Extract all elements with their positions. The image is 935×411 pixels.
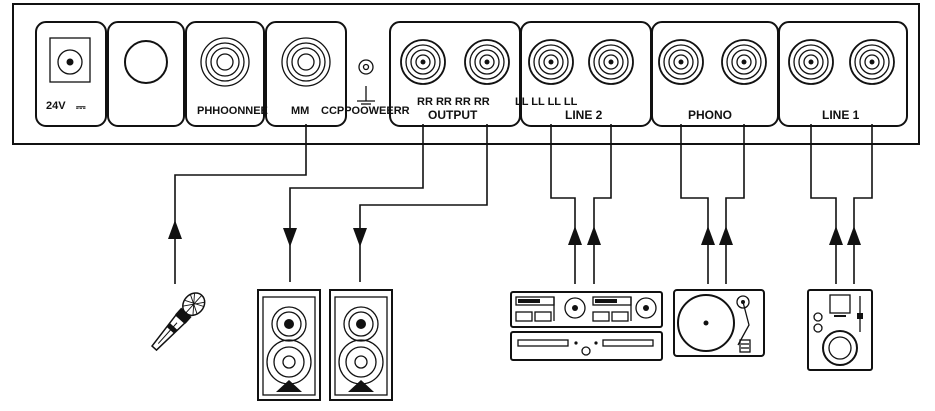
rca-jack-icon [721, 39, 767, 85]
rca-jack-icon [400, 39, 446, 85]
arrow-up-media-2 [847, 226, 861, 245]
rca-jack-icon [658, 39, 704, 85]
blank-section [107, 21, 185, 127]
rca-jack-icon [588, 39, 634, 85]
arrow-up-turntable-1 [701, 226, 715, 245]
rca-jack-icon [788, 39, 834, 85]
phone-section [185, 21, 265, 127]
label-rr: RR RR RR RR [417, 96, 490, 108]
wires [174, 124, 873, 284]
label-cpower: CCPPOOWEERR [321, 105, 410, 117]
arrow-up-media-1 [829, 226, 843, 245]
rca-jacks [400, 39, 895, 85]
rca-jack-icon [528, 39, 574, 85]
ground-screw-icon [357, 59, 375, 105]
media-player-icon [807, 289, 873, 371]
arrow-down-speaker-left [283, 228, 297, 247]
speaker-icon [257, 289, 321, 401]
mic-jack-icon [281, 37, 331, 87]
arrow-up-turntable-2 [719, 226, 733, 245]
arrow-up-cd-2 [587, 226, 601, 245]
label-ll: LL LL LL LL [515, 96, 578, 108]
rca-jack-icon [464, 39, 510, 85]
microphone-icon [151, 292, 206, 352]
label-mic: MM [291, 105, 309, 117]
label-24v: 24V [46, 100, 66, 112]
line1-section [778, 21, 908, 127]
blank-plate-icon [124, 40, 168, 84]
label-output: OUTPUT [428, 108, 478, 122]
arrow-up-mic [168, 220, 182, 239]
label-phone: PHHOONNEE [197, 105, 268, 117]
label-phono: PHONO [688, 108, 732, 122]
rca-jack-icon [849, 39, 895, 85]
arrowheads [168, 220, 861, 247]
arrow-up-cd-1 [568, 226, 582, 245]
rear-panel-outline [12, 3, 920, 145]
speaker-icon [329, 289, 393, 401]
turntable-icon [673, 289, 765, 357]
headphone-jack-icon [200, 37, 250, 87]
label-line2: LINE 2 [565, 108, 603, 122]
power-jack-icon [49, 37, 91, 83]
arrow-down-speaker-right [353, 228, 367, 247]
label-line1: LINE 1 [822, 108, 860, 122]
dc-section [35, 21, 107, 127]
cd-player-icon [510, 291, 663, 361]
dc-symbol: ⎓ [76, 100, 86, 114]
